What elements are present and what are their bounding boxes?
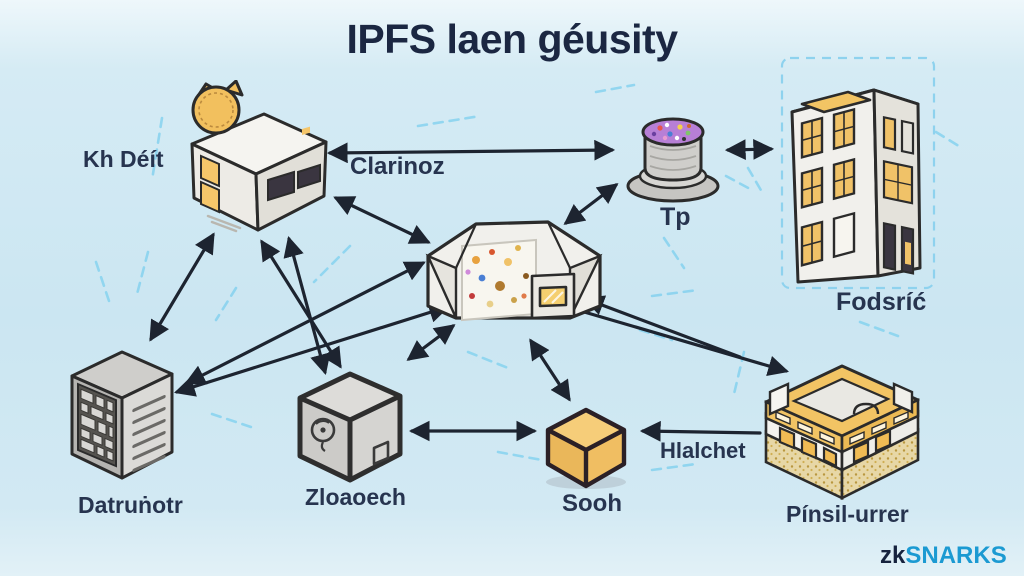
watermark-snarks-text: SNARKS [905,542,1007,569]
label-fodsric: Fodsríć [836,288,927,316]
safe-cube-node-icon [286,362,412,486]
label-datrunotr: Datruṅotr [78,492,183,518]
cat-coin-icon [191,80,244,135]
scribble [312,244,352,284]
scribble [594,83,636,94]
arrow-house-pavilion [333,196,431,244]
label-zloaoech: Zloaoech [305,484,406,510]
scribble [638,328,674,342]
pavilion-node-icon [420,204,608,332]
scribble [650,288,700,298]
scribble [858,320,900,338]
arrow-fortress-goldcube [639,420,762,442]
scribble [94,260,112,306]
confetti-dots [465,245,529,308]
scribble [662,236,686,270]
label-clarinoz: Clarinoz [350,153,445,180]
purple-disc-node-icon [620,96,726,208]
label-tp: Tp [660,203,691,231]
label-kh-deit: Kh Déít [83,146,164,172]
scribble [466,350,510,370]
label-sooh: Sooh [562,490,622,517]
tall-tower-node-icon [778,54,940,294]
scribble [134,250,150,300]
arrow-pavilion-goldcube [529,338,571,402]
scribble [746,166,764,194]
arrow-pavilion-fortress-1 [583,295,742,359]
scribble [416,114,482,128]
scribble [214,286,238,322]
scribble [732,350,746,396]
disc-confetti-dots [651,122,691,141]
server-rack-node-icon [60,338,184,486]
arrow-house-server [149,232,215,342]
arrow-house-safe-2 [283,235,331,376]
page-title: IPFS laen géusity [346,16,679,62]
house-machine-node-icon [168,80,334,238]
scribble [650,462,698,472]
arrow-disc-tower [724,139,775,160]
scribble [724,174,754,192]
scribble [210,412,256,430]
watermark-zk-text: zk [880,542,906,569]
fortress-node-icon [758,344,926,500]
label-hlalchet: Hlalchet [660,438,746,463]
arrow-house-safe-1 [260,239,342,369]
safe-dial-icon [310,417,336,452]
zksnarks-watermark: zkSNARKS [880,542,1007,570]
gold-cube-node-icon [536,398,636,492]
label-pinsil-urrer: Pínsil-urrer [786,501,909,527]
